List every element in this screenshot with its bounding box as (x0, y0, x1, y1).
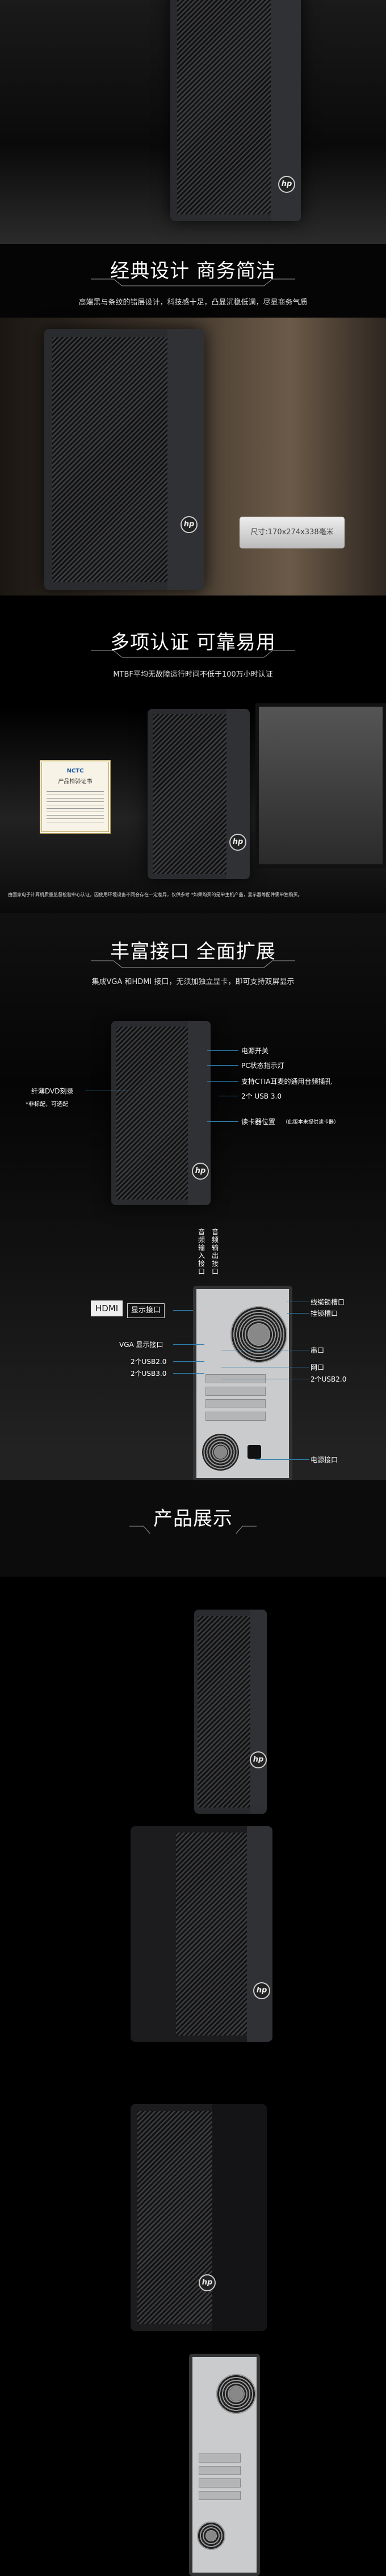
gallery-image-rear (189, 2354, 260, 2576)
section-title: 丰富接口 全面扩展 (110, 940, 276, 963)
gallery-section: 产品展示 hp hp hp (0, 1480, 386, 2576)
title-decoration (91, 960, 295, 968)
design-section: 经典设计 商务简洁 高端黑与条纹的错层设计，科技感十足，凸显沉稳低调，尽显商务气… (0, 244, 386, 596)
hp-logo: hp (250, 1751, 267, 1768)
certificate-heading: 产品检验证书 (58, 779, 93, 785)
audio-in-label: 音频输入接口 (198, 1228, 205, 1276)
port-label: 2个USB3.0 (131, 1370, 167, 1378)
section-subtitle: 集成VGA 和HDMI 接口，无须加独立显卡，即可支持双屏显示 (91, 978, 295, 986)
title-decoration (91, 278, 295, 286)
port-note: （此版本未提供读卡器） (283, 1120, 339, 1125)
title-decoration (129, 1526, 257, 1534)
certificate-logo: NCTC (66, 768, 84, 774)
port-label: 支持CTIA耳麦的通用音频插孔 (241, 1078, 332, 1086)
port-label: 串口 (311, 1346, 325, 1354)
dvd-label: 纤薄DVD刻录 (31, 1087, 74, 1095)
ports-section: 丰富接口 全面扩展 集成VGA 和HDMI 接口，无须加独立显卡，即可支持双屏显… (0, 913, 386, 1480)
gallery-header-bg (0, 1480, 386, 1577)
port-label: 读卡器位置 (241, 1118, 276, 1126)
port-label: 电源接口 (311, 1456, 338, 1464)
title-decoration (91, 650, 295, 658)
dvd-note: *非标配，可选配 (26, 1101, 68, 1108)
port-label: 2个USB2.0 (131, 1358, 167, 1366)
port-label: 挂锁槽口 (311, 1310, 338, 1317)
hp-logo: hp (278, 176, 295, 193)
hp-logo: hp (181, 516, 198, 533)
port-label: 2个 USB 3.0 (241, 1092, 282, 1100)
port-label: 线缆锁槽口 (311, 1298, 345, 1306)
gallery-image-angle-left: hp (131, 2104, 267, 2331)
rear-panel-image (193, 1286, 292, 1480)
product-tower-image: hp (44, 329, 204, 590)
gallery-image-angle-right: hp (131, 1826, 272, 2042)
hp-logo: hp (229, 834, 246, 851)
section-title: 产品展示 (153, 1507, 233, 1530)
certificate-image: NCTC 产品检验证书 (40, 760, 111, 834)
dimension-badge: 尺寸:170x274x338毫米 (240, 517, 345, 548)
port-label: PC状态指示灯 (241, 1062, 284, 1070)
hdmi-tag: HDMI 显示接口 (91, 1300, 170, 1318)
section-subtitle: 高端黑与条纹的错层设计，科技感十足，凸显沉稳低调，尽显商务气质 (78, 298, 308, 307)
certification-section: 多项认证 可靠易用 MTBF平均无故障运行时间不低于100万小时认证 NCTC … (0, 596, 386, 913)
gallery-image-front: hp (194, 1610, 267, 1814)
section-subtitle: MTBF平均无故障运行时间不低于100万小时认证 (113, 670, 273, 679)
port-label: 网口 (311, 1363, 325, 1371)
front-tower-image: hp (111, 1021, 211, 1205)
section-title: 多项认证 可靠易用 (110, 631, 276, 654)
hp-logo: hp (199, 2274, 216, 2291)
monitor-image (255, 703, 386, 868)
product-tower-image: hp (148, 709, 250, 879)
hero-section: hp (0, 0, 386, 244)
section-title: 经典设计 商务简洁 (110, 260, 276, 282)
certification-note: 由国家电子计算机质量监督检验中心认证，因使用环境设备不同会存在一定差异，仅供参考… (8, 892, 303, 897)
audio-out-label: 音频输出接口 (211, 1228, 219, 1276)
port-label: 2个USB2.0 (311, 1375, 347, 1383)
hp-logo: hp (253, 1982, 270, 1999)
product-tower-image: hp (170, 0, 301, 221)
port-label: VGA 显示接口 (119, 1341, 163, 1349)
port-label: 电源开关 (241, 1047, 269, 1055)
hp-logo: hp (192, 1163, 209, 1180)
